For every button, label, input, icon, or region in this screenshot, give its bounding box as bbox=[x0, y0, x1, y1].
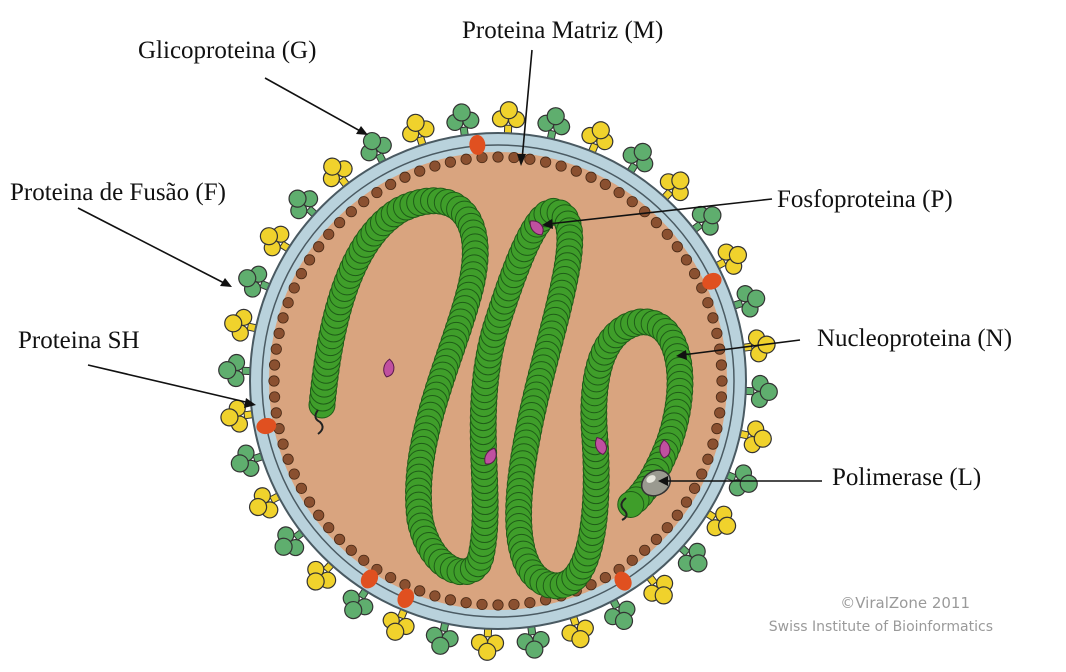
label-polymerase: Polimerase (L) bbox=[832, 465, 981, 490]
matrix-protein-bead bbox=[445, 595, 455, 605]
matrix-protein-bead bbox=[296, 268, 306, 278]
matrix-protein-bead bbox=[639, 545, 649, 555]
matrix-protein-bead bbox=[672, 510, 682, 520]
matrix-protein-bead bbox=[681, 255, 691, 265]
matrix-protein-bead bbox=[346, 207, 356, 217]
matrix-protein-bead bbox=[703, 454, 713, 464]
matrix-protein-bead bbox=[708, 313, 718, 323]
credit-institute: Swiss Institute of Bioinformatics bbox=[769, 620, 993, 634]
matrix-protein-bead bbox=[278, 439, 288, 449]
matrix-protein-bead bbox=[681, 497, 691, 507]
matrix-protein-bead bbox=[289, 283, 299, 293]
matrix-protein-bead bbox=[716, 392, 726, 402]
matrix-protein-bead bbox=[708, 439, 718, 449]
label-glycoprotein: Glicoproteina (G) bbox=[138, 38, 316, 63]
matrix-protein-bead bbox=[716, 360, 726, 370]
matrix-protein-bead bbox=[289, 469, 299, 479]
matrix-protein-bead bbox=[430, 161, 440, 171]
matrix-protein-bead bbox=[672, 242, 682, 252]
matrix-protein-bead bbox=[415, 586, 425, 596]
matrix-protein-bead bbox=[296, 483, 306, 493]
matrix-protein-bead bbox=[627, 555, 637, 565]
matrix-protein-bead bbox=[271, 408, 281, 418]
matrix-protein-bead bbox=[430, 591, 440, 601]
matrix-protein-bead bbox=[461, 154, 471, 164]
matrix-protein-bead bbox=[600, 572, 610, 582]
matrix-protein-bead bbox=[715, 408, 725, 418]
matrix-protein-bead bbox=[662, 229, 672, 239]
leader-glycoprotein bbox=[265, 78, 362, 132]
matrix-protein-bead bbox=[269, 360, 279, 370]
matrix-protein-bead bbox=[415, 166, 425, 176]
matrix-protein-bead bbox=[540, 157, 550, 167]
label-phosphoprotein: Fosfoproteina (P) bbox=[777, 187, 953, 212]
matrix-protein-bead bbox=[509, 599, 519, 609]
matrix-protein-bead bbox=[385, 179, 395, 189]
matrix-protein-bead bbox=[712, 328, 722, 338]
matrix-protein-bead bbox=[477, 599, 487, 609]
matrix-protein-bead bbox=[703, 298, 713, 308]
matrix-protein-bead bbox=[493, 600, 503, 610]
matrix-protein-bead bbox=[627, 196, 637, 206]
matrix-protein-bead bbox=[385, 572, 395, 582]
matrix-protein-bead bbox=[304, 497, 314, 507]
matrix-protein-bead bbox=[586, 172, 596, 182]
matrix-protein-bead bbox=[359, 196, 369, 206]
matrix-protein-bead bbox=[271, 344, 281, 354]
matrix-protein-bead bbox=[509, 152, 519, 162]
matrix-protein-bead bbox=[717, 376, 727, 386]
matrix-protein-bead bbox=[525, 154, 535, 164]
matrix-protein-bead bbox=[372, 187, 382, 197]
matrix-protein-bead bbox=[274, 328, 284, 338]
matrix-protein-bead bbox=[324, 522, 334, 532]
matrix-protein-bead bbox=[400, 172, 410, 182]
matrix-protein-bead bbox=[269, 392, 279, 402]
matrix-protein-bead bbox=[278, 313, 288, 323]
matrix-protein-bead bbox=[689, 268, 699, 278]
label-matrix-protein: Proteina Matriz (M) bbox=[462, 18, 663, 43]
matrix-protein-bead bbox=[697, 469, 707, 479]
matrix-protein-bead bbox=[334, 217, 344, 227]
matrix-protein-bead bbox=[689, 483, 699, 493]
matrix-protein-bead bbox=[334, 534, 344, 544]
matrix-protein-bead bbox=[346, 545, 356, 555]
matrix-protein-bead bbox=[304, 255, 314, 265]
matrix-protein-bead bbox=[313, 242, 323, 252]
matrix-protein-bead bbox=[283, 298, 293, 308]
credit-viralzone: ©ViralZone 2011 bbox=[840, 596, 970, 611]
label-nucleoprotein: Nucleoproteina (N) bbox=[817, 326, 1012, 351]
matrix-protein-bead bbox=[461, 598, 471, 608]
matrix-protein-bead bbox=[313, 510, 323, 520]
leader-fusion bbox=[78, 208, 226, 284]
matrix-protein-bead bbox=[400, 580, 410, 590]
label-sh-protein: Proteina SH bbox=[18, 328, 140, 353]
matrix-protein-bead bbox=[324, 229, 334, 239]
matrix-protein-bead bbox=[614, 187, 624, 197]
matrix-protein-bead bbox=[283, 454, 293, 464]
label-fusion-protein: Proteina de Fusão (F) bbox=[10, 180, 226, 205]
matrix-protein-bead bbox=[600, 179, 610, 189]
matrix-protein-bead bbox=[445, 157, 455, 167]
matrix-protein-bead bbox=[662, 522, 672, 532]
matrix-protein-bead bbox=[359, 555, 369, 565]
matrix-protein-bead bbox=[651, 217, 661, 227]
matrix-protein-bead bbox=[525, 598, 535, 608]
matrix-protein-bead bbox=[639, 207, 649, 217]
matrix-protein-bead bbox=[571, 166, 581, 176]
matrix-protein-bead bbox=[712, 423, 722, 433]
matrix-protein-bead bbox=[269, 376, 279, 386]
matrix-protein-bead bbox=[493, 152, 503, 162]
matrix-protein-bead bbox=[556, 161, 566, 171]
matrix-protein-bead bbox=[651, 534, 661, 544]
